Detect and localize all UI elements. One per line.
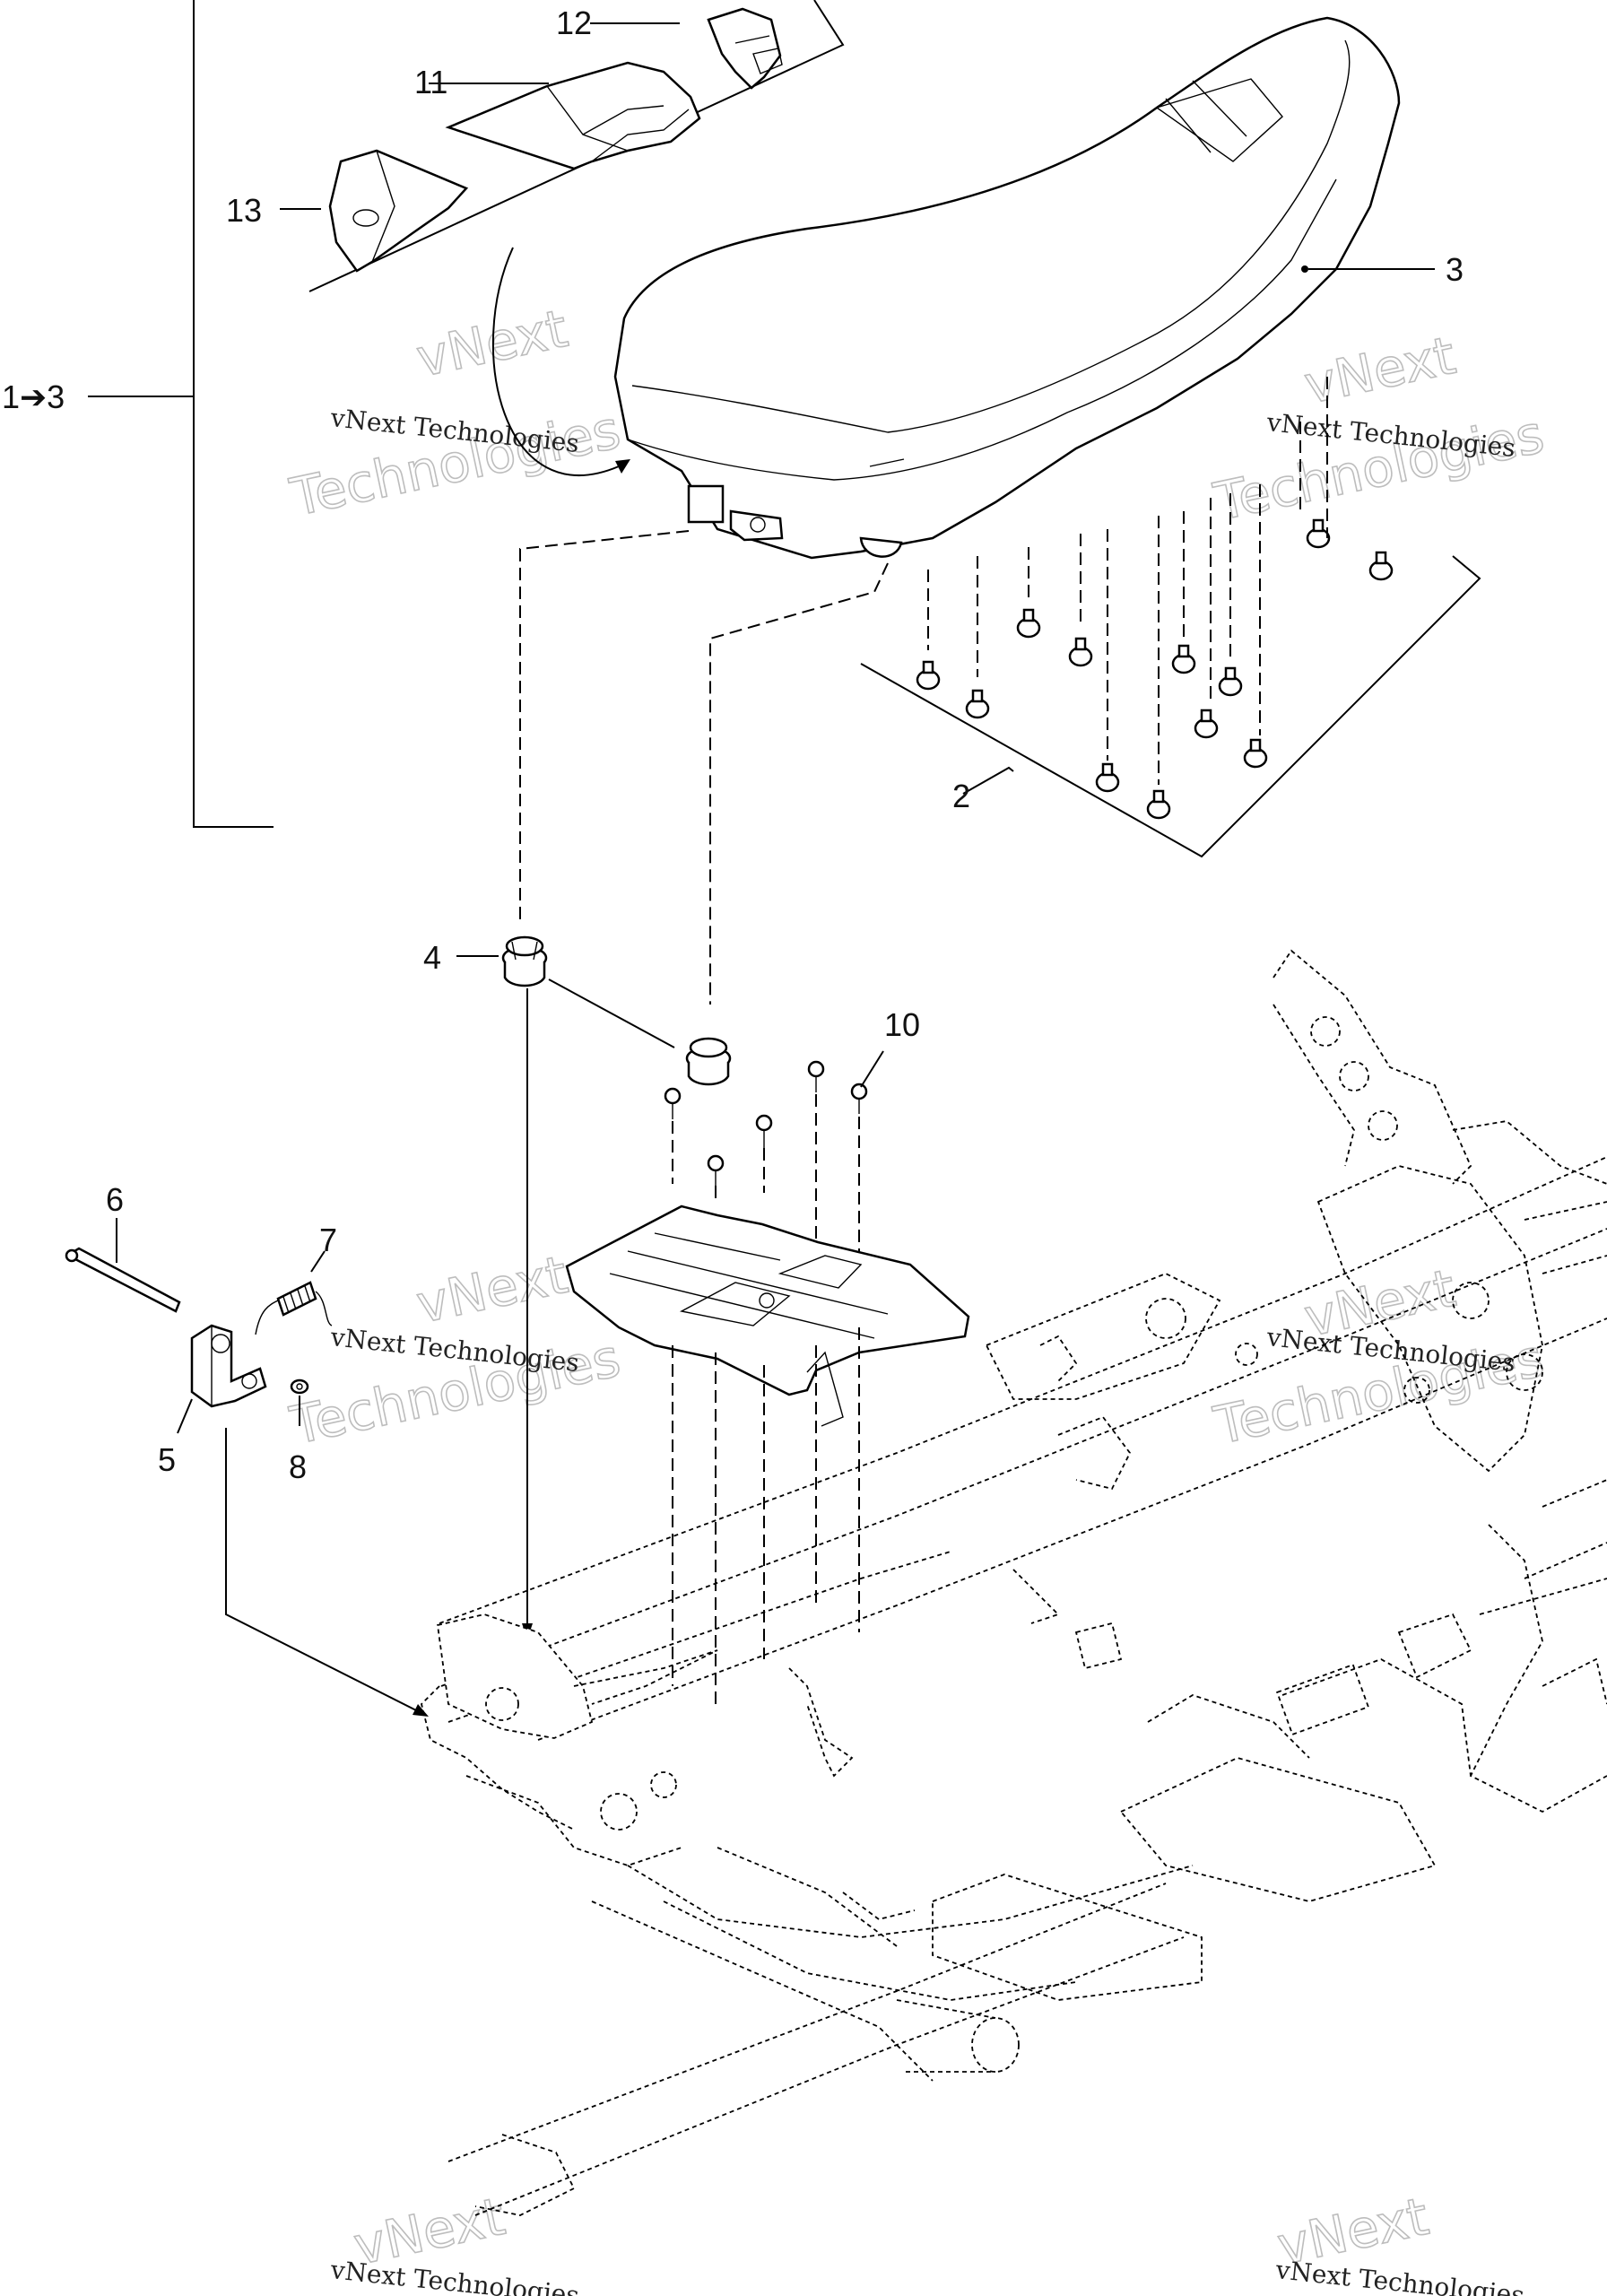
bumper-7 [1171, 511, 1196, 674]
watermark-bottom-left: vNext vNext Technologies [328, 2185, 580, 2296]
seat-cover-part-11 [445, 61, 701, 170]
bumper-8 [1194, 498, 1219, 739]
svg-text:vNext Technologies: vNext Technologies [328, 2255, 580, 2296]
seat-part-3 [613, 16, 1401, 560]
watermark-upper-left: vNext Technologies vNext Technologies [284, 297, 626, 529]
callout-4: 4 [423, 939, 441, 976]
bumper-12 [1326, 377, 1394, 581]
plate-to-frame-dashlines [672, 1327, 860, 1704]
leader-5 [177, 1398, 193, 1434]
bumper-6 [1146, 516, 1171, 820]
callout-6: 6 [106, 1181, 124, 1218]
vehicle-frame [421, 949, 1607, 2216]
bolt-1 [664, 1087, 682, 1184]
leader-10 [860, 1050, 884, 1088]
svg-text:vNext: vNext [412, 1244, 573, 1335]
bolt-2 [707, 1154, 725, 1202]
cover-kit-panel [308, 0, 845, 292]
callout-8: 8 [289, 1448, 307, 1485]
latch-to-frame-arrowhead [413, 1704, 429, 1717]
bumper-4 [1068, 534, 1093, 667]
callout-7: 7 [319, 1222, 337, 1258]
callout-10: 10 [884, 1006, 920, 1043]
svg-text:vNext: vNext [1299, 325, 1461, 416]
callout-3: 3 [1446, 251, 1464, 288]
svg-text:vNext Technologies: vNext Technologies [1273, 2255, 1525, 2296]
seat-cover-part-12 [707, 7, 783, 90]
bumper-10 [1243, 484, 1268, 769]
bumper-9 [1218, 493, 1243, 697]
bumper-1 [916, 570, 941, 691]
callout-2: 2 [952, 778, 970, 814]
callout-12: 12 [556, 4, 592, 41]
seat-to-grommet-dashline-left [519, 530, 690, 924]
grommet-part-4-left [501, 935, 548, 987]
seat-cover-part-13 [328, 149, 469, 273]
svg-text:vNext: vNext [412, 298, 573, 389]
callout-1-3: 1➔3 [2, 378, 65, 415]
bumper-panel [860, 555, 1481, 858]
latch-bracket-part-5 [190, 1324, 267, 1408]
bolt-5 [850, 1083, 868, 1256]
latch-to-frame-arrow [225, 1428, 422, 1714]
seat-bumpers-part-2 [916, 377, 1394, 820]
watermark-middle-right: vNext Technologies vNext Technologies [1208, 1257, 1550, 1457]
bumper-2 [965, 556, 990, 719]
seat-to-grommet-dashline-right [709, 562, 889, 1004]
group-bracket [88, 0, 274, 828]
nut-part-8 [290, 1378, 309, 1395]
callout-11: 11 [414, 64, 447, 100]
spring-part-7 [255, 1281, 333, 1335]
leader-7 [310, 1250, 326, 1273]
bumper-5 [1095, 529, 1120, 793]
cover-to-seat-arrowhead [615, 459, 630, 474]
bolt-4 [807, 1060, 825, 1292]
leader-4b [548, 978, 675, 1048]
bumper-3 [1016, 547, 1041, 639]
callout-5: 5 [158, 1441, 176, 1478]
bolt-3 [755, 1114, 773, 1193]
watermark-upper-right: vNext Technologies vNext Technologies [1208, 324, 1550, 534]
grommet-part-4-right [685, 1037, 732, 1086]
bolts-part-10 [664, 1060, 868, 1292]
pin-part-6 [65, 1247, 181, 1313]
watermark-bottom-right: vNext vNext Technologies [1272, 2185, 1525, 2296]
bumper-11 [1299, 422, 1331, 549]
callout-13: 13 [226, 192, 262, 229]
seat-support-plate [565, 1205, 970, 1427]
cover-to-seat-arrow [491, 247, 620, 476]
